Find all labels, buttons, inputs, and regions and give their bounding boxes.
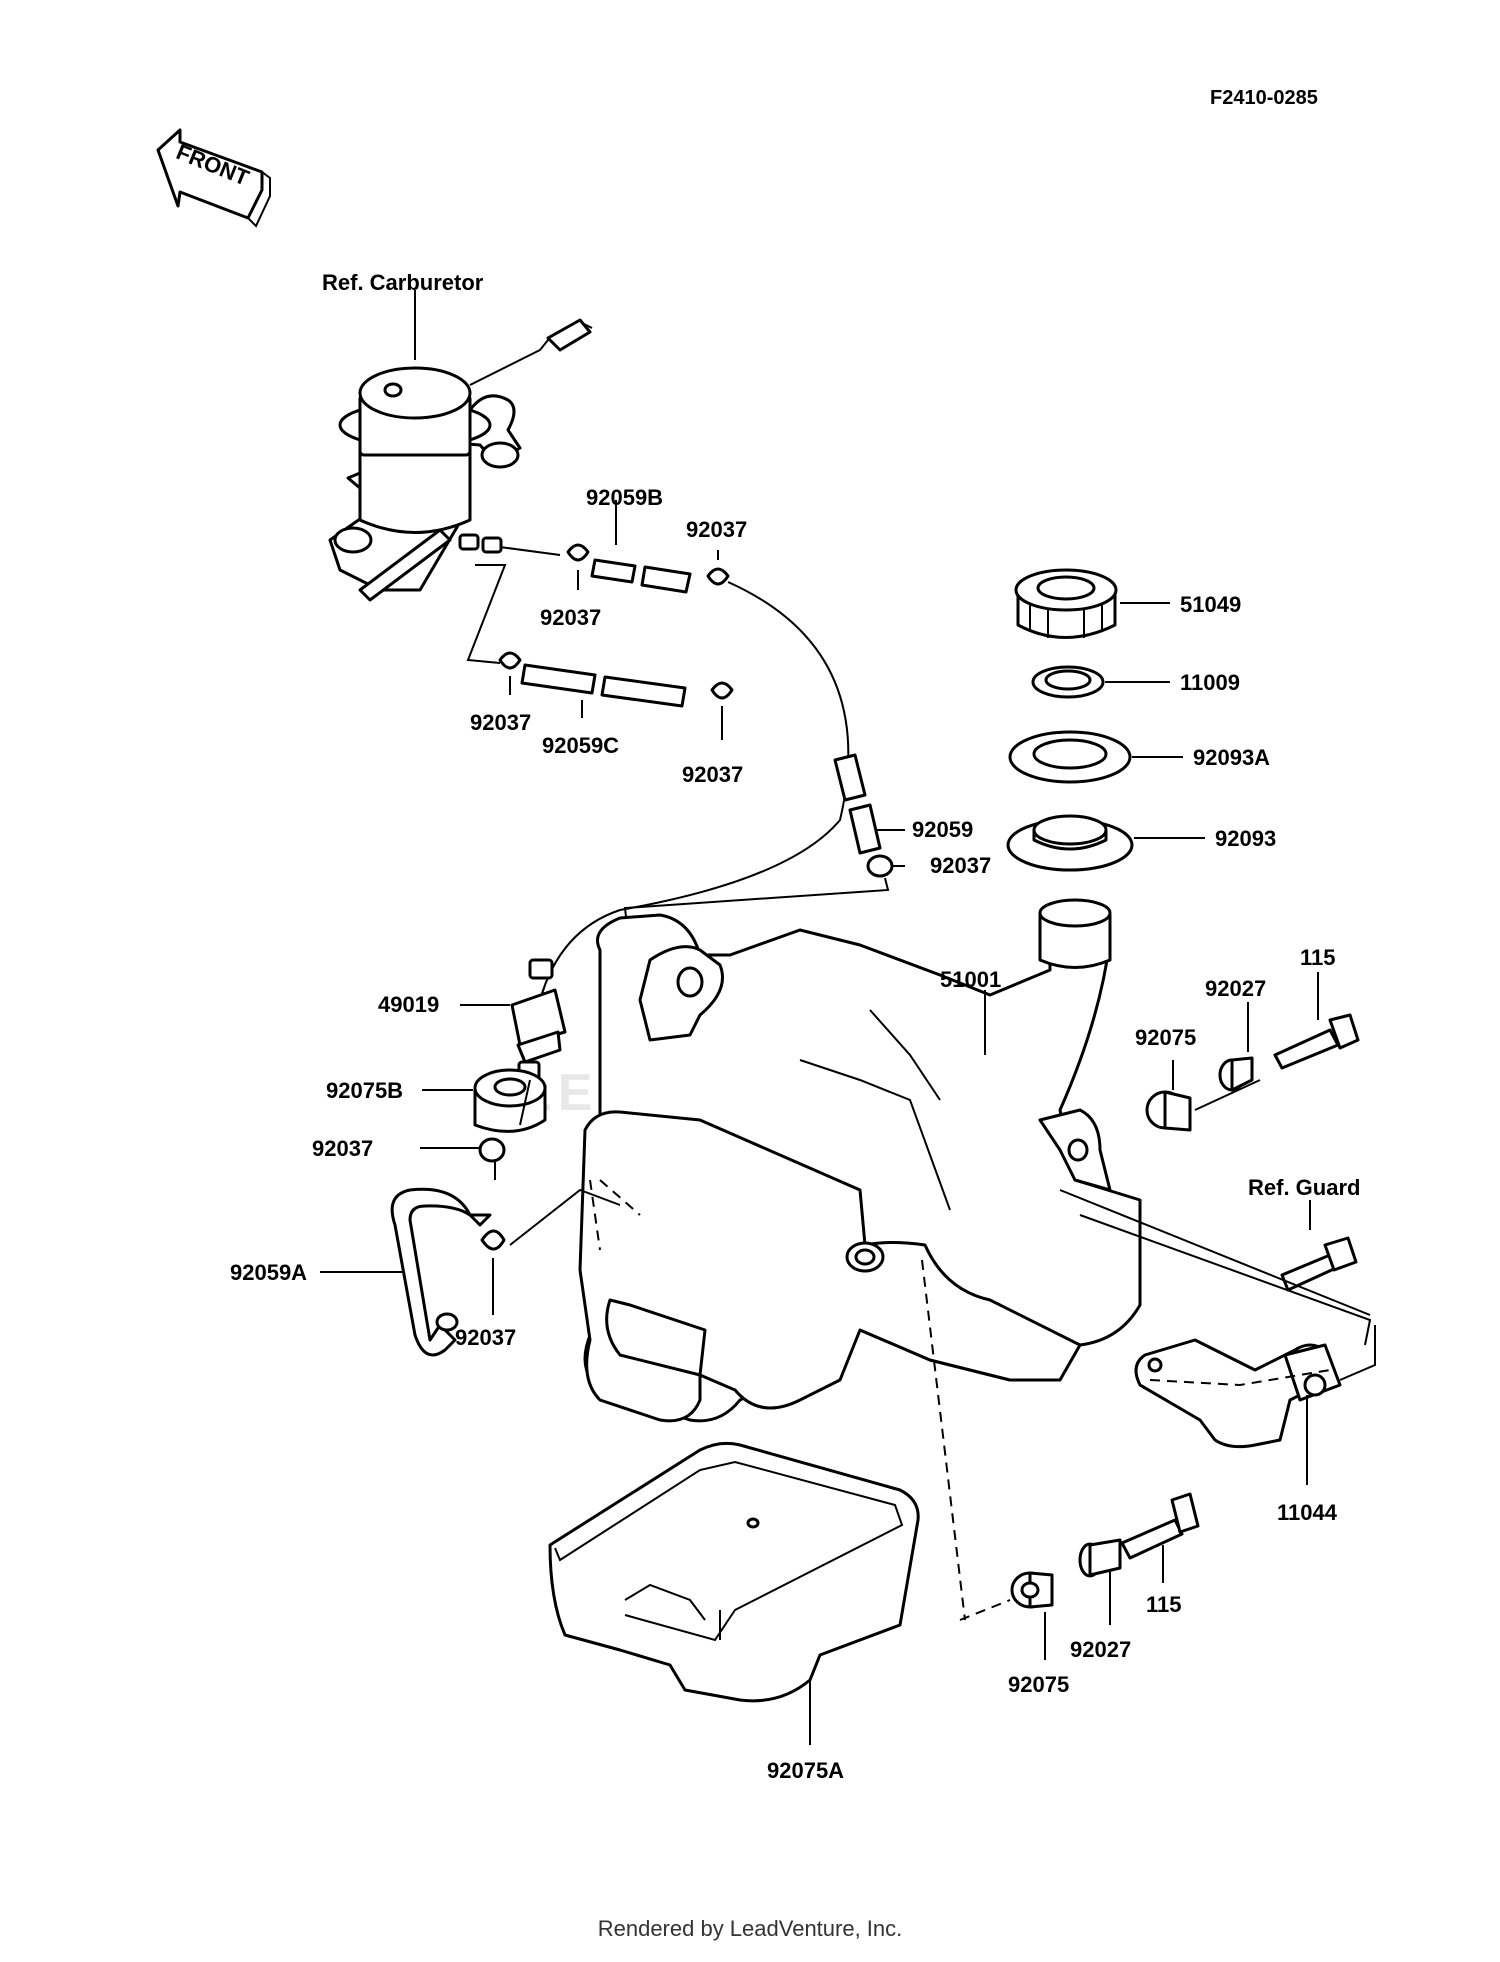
- filter-49019: [510, 958, 567, 1082]
- callout-92037-c: 92037: [470, 710, 531, 735]
- seal-92093: [1006, 814, 1134, 872]
- callout-51001: 51001: [940, 967, 1001, 992]
- bolt-115-b: [1120, 1492, 1200, 1560]
- callout-ref-guard: Ref. Guard: [1248, 1175, 1360, 1200]
- gasket-11009: [1031, 665, 1105, 699]
- clip-92037-e: [866, 854, 894, 878]
- bolt-115-a: [1273, 1013, 1360, 1070]
- callout-11044: 11044: [1277, 1500, 1338, 1525]
- callout-92037-g: 92037: [455, 1325, 516, 1350]
- clip-92037-f: [478, 1137, 506, 1163]
- callout-92059C: 92059C: [542, 733, 619, 758]
- hose-92059: [833, 753, 882, 855]
- callout-92027-a: 92027: [1205, 976, 1266, 1001]
- footer-credit: Rendered by LeadVenture, Inc.: [597, 1916, 903, 1941]
- callout-92075-b: 92075: [1008, 1672, 1069, 1697]
- hose-92059C: [520, 663, 687, 708]
- diagram-id: F2410-0285: [1210, 87, 1318, 109]
- callout-92037-a: 92037: [540, 605, 601, 630]
- callout-51049: 51049: [1180, 592, 1241, 617]
- callout-92037-e: 92037: [930, 853, 991, 878]
- callout-92093A: 92093A: [1193, 745, 1270, 770]
- grommet-92075-b: [1010, 1571, 1054, 1609]
- callout-92059B: 92059B: [586, 485, 663, 510]
- collar-92027-b: [1078, 1538, 1122, 1578]
- clip-92037-a: [566, 543, 590, 562]
- bracket-11044: [1134, 1338, 1342, 1449]
- carburetor: [328, 318, 593, 602]
- callout-92075B: 92075B: [326, 1078, 403, 1103]
- collar-92027-a: [1218, 1056, 1254, 1092]
- callout-115-a: 115: [1300, 945, 1336, 970]
- clip-92037-d: [710, 681, 734, 700]
- callout-92037-b: 92037: [686, 517, 747, 542]
- callout-49019: 49019: [378, 992, 439, 1017]
- hose-92059B: [590, 558, 692, 594]
- grommet-92075-a: [1145, 1090, 1192, 1132]
- callout-92075-a: 92075: [1135, 1025, 1196, 1050]
- bolt-ref-guard: [1280, 1236, 1358, 1292]
- callout-92093: 92093: [1215, 826, 1276, 851]
- washer-92093A: [1008, 730, 1132, 784]
- clip-92037-c: [498, 651, 522, 670]
- front-arrow-icon: FRONT: [156, 128, 271, 228]
- cap-51049: [1014, 568, 1118, 639]
- callout-92075A: 92075A: [767, 1758, 844, 1783]
- guard-92075A: [548, 1441, 920, 1703]
- clip-92037-g: [480, 1229, 506, 1251]
- grommet-92075B: [473, 1068, 547, 1133]
- callout-92037-f: 92037: [312, 1136, 373, 1161]
- callout-92027-b: 92027: [1070, 1637, 1131, 1662]
- callout-92059A: 92059A: [230, 1260, 307, 1285]
- tank-51001: [578, 898, 1142, 1423]
- callout-115-b: 115: [1146, 1592, 1182, 1617]
- callout-ref-carburetor: Ref. Carburetor: [322, 270, 484, 295]
- callout-92037-d: 92037: [682, 762, 743, 787]
- callout-11009: 11009: [1180, 670, 1240, 695]
- callout-92059: 92059: [912, 817, 973, 842]
- clip-92037-b: [706, 567, 730, 586]
- hose-92059A: [390, 1187, 492, 1357]
